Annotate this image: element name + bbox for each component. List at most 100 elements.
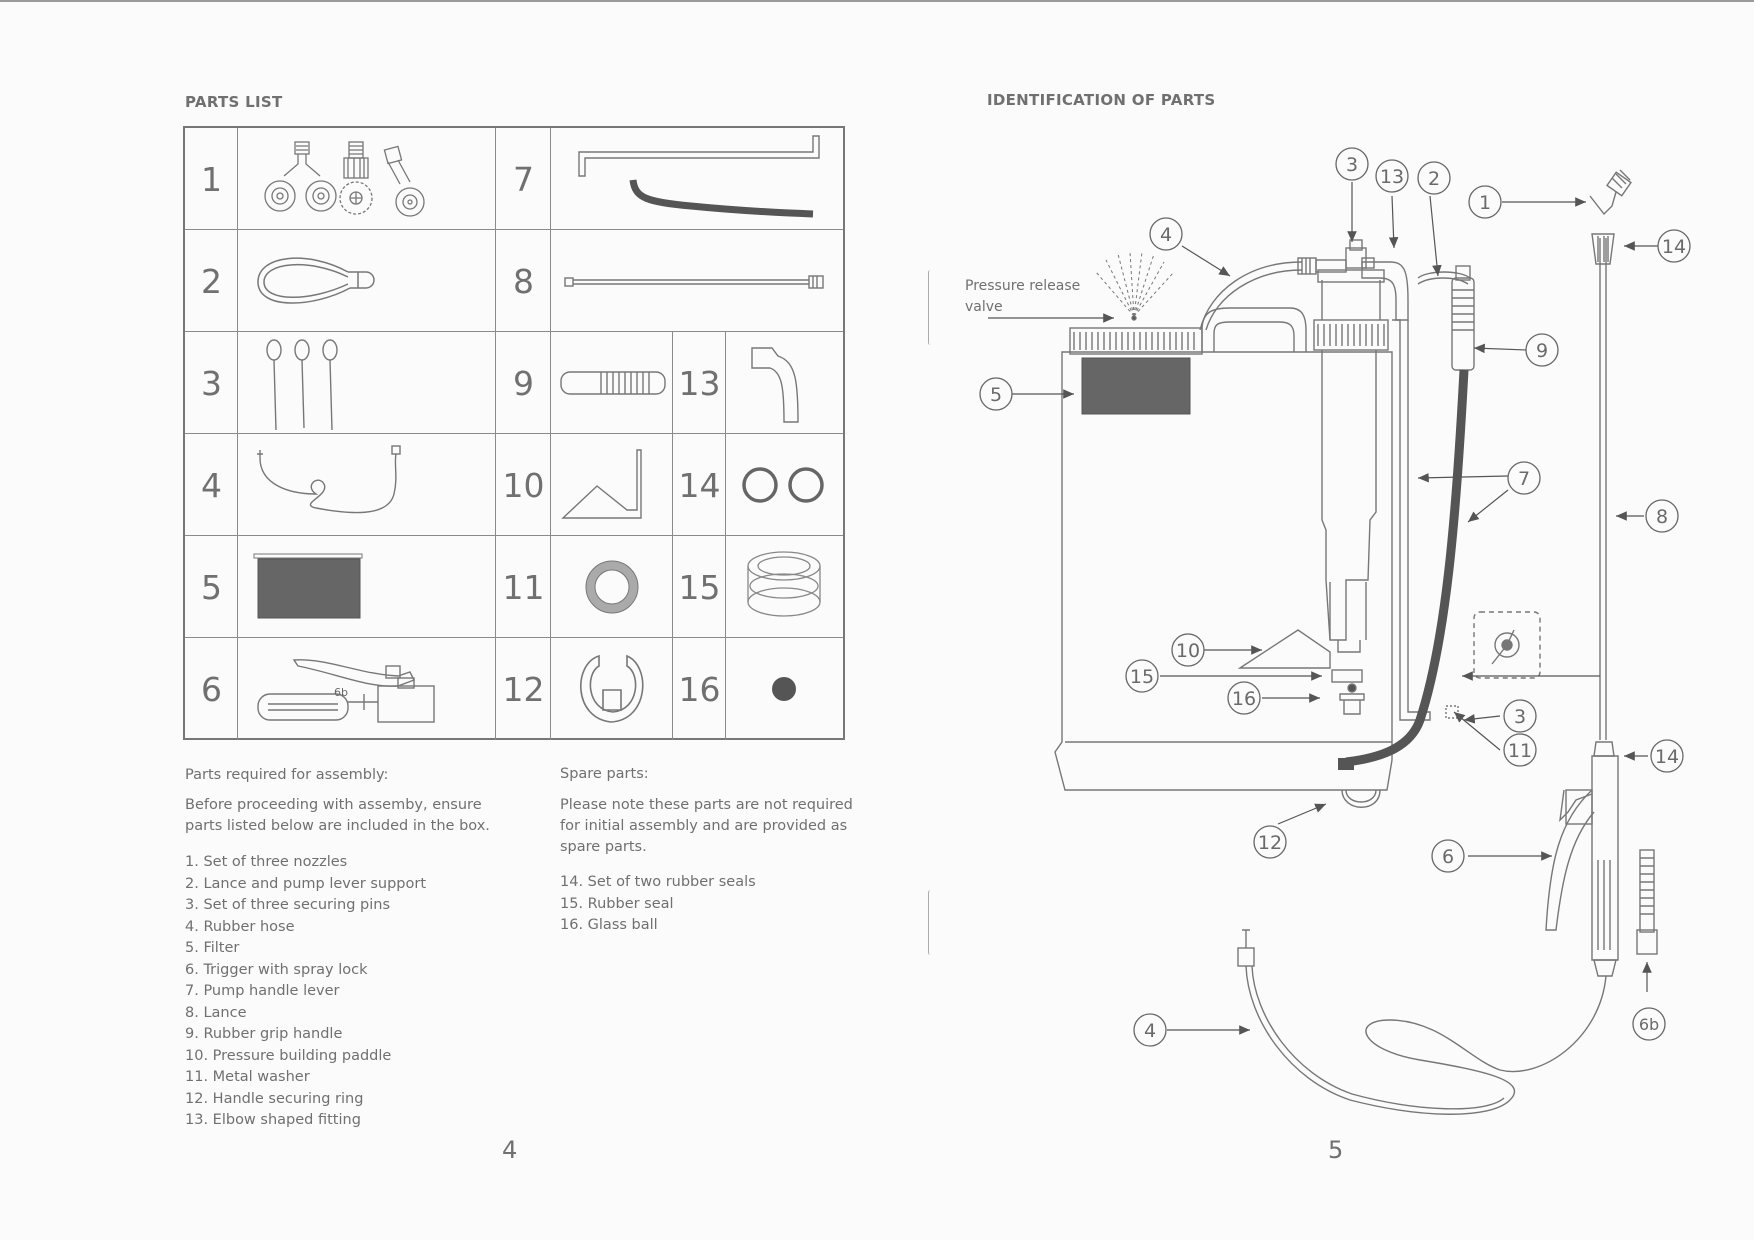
grid-cell [551, 434, 673, 536]
grid-cell [551, 536, 673, 638]
callout-11: 11 [1508, 740, 1532, 762]
part-number-11: 11 [502, 567, 545, 607]
list-item: 8. Lance [185, 1004, 247, 1021]
pump-handle-lever-icon [578, 135, 820, 218]
callout-1: 1 [1479, 192, 1491, 214]
securing-ring-icon [579, 654, 644, 723]
glass-ball-icon [772, 677, 796, 701]
grid-cell [185, 434, 238, 536]
assembly-intro-line2: parts listed below are included in the b… [185, 818, 490, 834]
spare-intro-line1: Please note these parts are not required [560, 797, 853, 813]
grid-cell [496, 128, 551, 230]
list-item: 11. Metal washer [185, 1069, 310, 1085]
part-number-9: 9 [513, 363, 534, 403]
part-number-14: 14 [678, 465, 721, 505]
callout-15: 15 [1130, 666, 1154, 688]
trigger-icon: 6b [257, 659, 435, 723]
callout-7: 7 [1518, 468, 1530, 490]
identification-title: IDENTIFICATION OF PARTS [987, 91, 1216, 109]
grid-cell [185, 536, 238, 638]
part-number-7: 7 [513, 159, 534, 199]
filter-shape [1081, 357, 1191, 415]
list-item: 12. Handle securing ring [185, 1090, 364, 1107]
callout-14-top: 14 [1662, 236, 1686, 258]
list-item: 13. Elbow shaped fitting [185, 1112, 361, 1128]
handle-lever-shape [1345, 369, 1469, 767]
rubber-seals-icon [742, 467, 824, 503]
binding-mark [928, 270, 933, 345]
part-number-8: 8 [513, 261, 534, 301]
callout-13: 13 [1380, 166, 1404, 188]
list-item: 15. Rubber seal [560, 895, 674, 912]
part-number-12: 12 [502, 669, 545, 709]
paddle-icon [561, 449, 642, 519]
assembly-intro-line1: Before proceeding with assemby, ensure [185, 797, 482, 813]
sprayer-diagram: 3 13 2 1 14 4 5 9 7 8 10 15 16 3 11 14 1… [965, 147, 1691, 1115]
list-item: 2. Lance and pump lever support [185, 875, 427, 892]
list-item: 10. Pressure building paddle [185, 1047, 392, 1064]
grid-cell [726, 332, 843, 434]
assembly-list: 1. Set of three nozzles 2. Lance and pum… [185, 852, 426, 1132]
grid-cell [726, 536, 843, 638]
grid-cell [673, 638, 726, 740]
scan-top-edge [0, 0, 1754, 2]
grid-cell [238, 536, 496, 638]
callout-14-bottom: 14 [1655, 746, 1679, 768]
part-number-6: 6 [201, 669, 222, 709]
pressure-valve-label-line1: Pressure release [965, 278, 1080, 294]
callout-8: 8 [1656, 506, 1668, 528]
list-item: 4. Rubber hose [185, 918, 295, 935]
metal-washer-icon [585, 560, 639, 614]
assembly-heading: Parts required for assembly: [185, 767, 389, 783]
part-number-10: 10 [502, 465, 545, 505]
part-number-3: 3 [201, 363, 222, 403]
grid-cell [551, 332, 673, 434]
grid-cell [238, 128, 496, 230]
list-item: 14. Set of two rubber seals [560, 874, 756, 890]
grid-cell [726, 434, 843, 536]
spare-intro-line3: spare parts. [560, 839, 647, 855]
callout-5: 5 [990, 384, 1002, 406]
part-number-2: 2 [201, 261, 222, 301]
grid-cell [238, 230, 496, 332]
grid-cell [238, 638, 496, 740]
binding-mark [928, 890, 933, 955]
callout-6: 6 [1442, 846, 1454, 868]
page-number-right: 5 [1328, 1136, 1344, 1164]
grid-cell [496, 638, 551, 740]
grid-cell [238, 434, 496, 536]
callout-10: 10 [1176, 640, 1200, 662]
pump-lever-support-icon [257, 257, 375, 304]
rubber-seal-icon [747, 551, 821, 617]
list-item: 5. Filter [185, 940, 240, 956]
grid-cell [673, 536, 726, 638]
elbow-fitting-icon [751, 347, 799, 423]
grid-cell [673, 434, 726, 536]
callout-9: 9 [1536, 340, 1548, 362]
parts-grid: 1 2 3 4 5 6 7 8 9 10 11 12 13 14 15 16 [183, 126, 845, 740]
grid-cell [185, 638, 238, 740]
parts-list-title: PARTS LIST [185, 93, 283, 111]
callout-6b: 6b [1639, 1015, 1659, 1034]
rubber-hose-icon [257, 445, 401, 514]
callout-3-bottom: 3 [1514, 706, 1526, 728]
list-item: 9. Rubber grip handle [185, 1026, 343, 1042]
grid-cell [185, 332, 238, 434]
grid-cell [185, 230, 238, 332]
list-item: 3. Set of three securing pins [185, 897, 391, 913]
part-number-13: 13 [678, 363, 721, 403]
callout-4-top: 4 [1160, 224, 1172, 246]
callout-4-bottom: 4 [1144, 1020, 1156, 1042]
grid-cell [551, 230, 843, 332]
spare-heading: Spare parts: [560, 766, 649, 782]
tank-body [1054, 351, 1393, 791]
part-number-4: 4 [201, 465, 222, 505]
part-number-16: 16 [678, 669, 721, 709]
grid-cell [496, 536, 551, 638]
pressure-valve-label-line2: valve [965, 299, 1003, 315]
spare-intro-line2: for initial assembly and are provided as [560, 818, 848, 834]
part-number-5: 5 [201, 567, 222, 607]
lance-icon [564, 275, 824, 289]
grid-cell [185, 128, 238, 230]
list-item: 16. Glass ball [560, 917, 658, 933]
